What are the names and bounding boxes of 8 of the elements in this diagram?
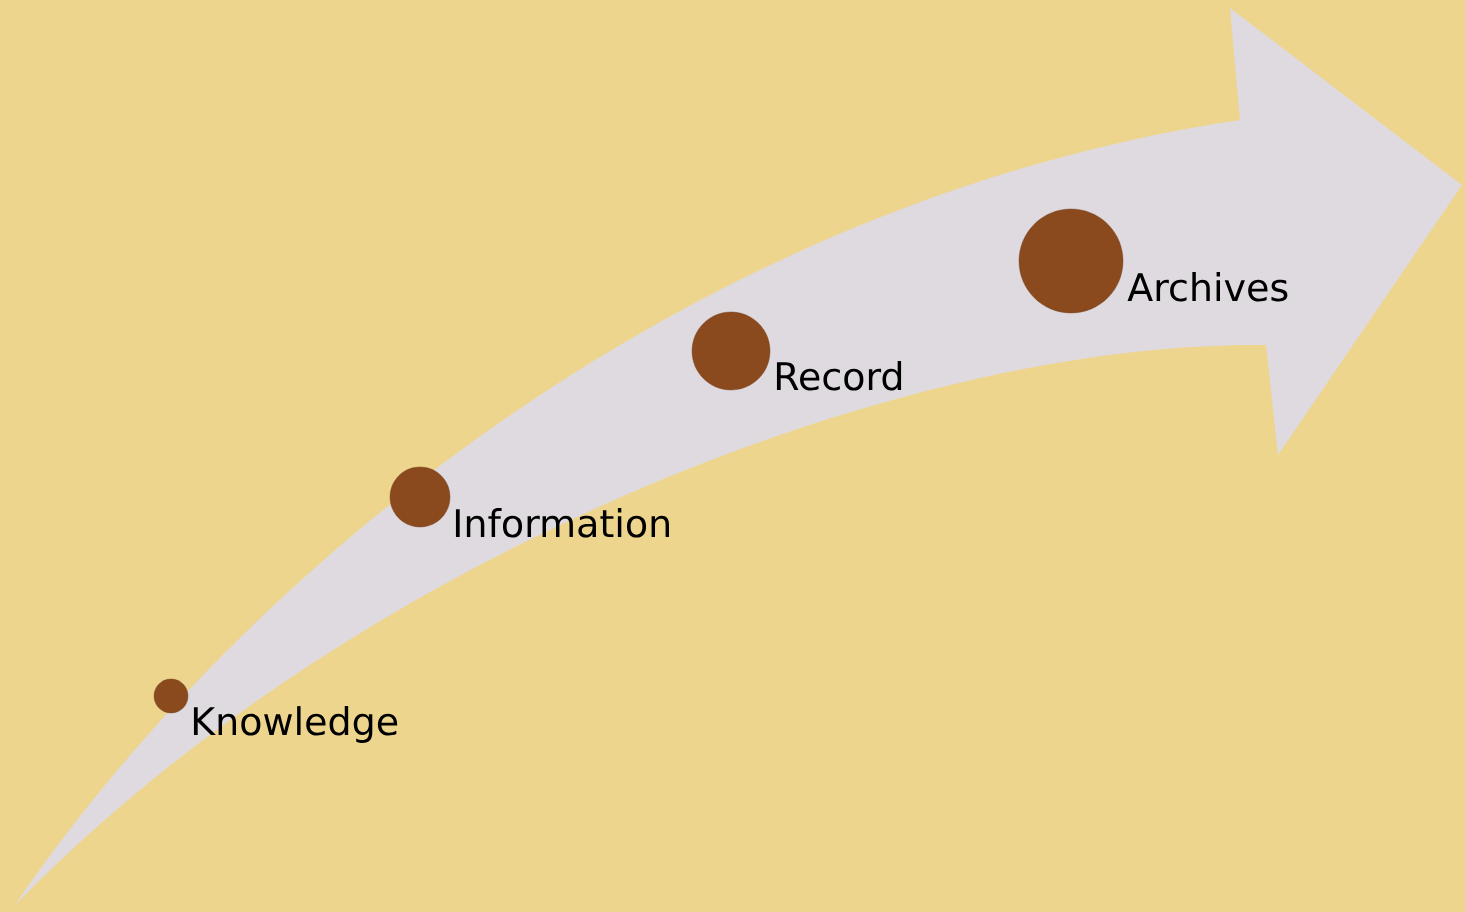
- stage-label: Archives: [1127, 272, 1288, 302]
- circle-marker: [691, 311, 771, 391]
- stage-label: Knowledge: [193, 706, 398, 743]
- circle-marker: [389, 466, 451, 528]
- circle-marker: [1018, 208, 1124, 314]
- stage-label: Information: [455, 508, 669, 538]
- circle-marker: [153, 678, 189, 714]
- stage-label: Record: [776, 361, 902, 391]
